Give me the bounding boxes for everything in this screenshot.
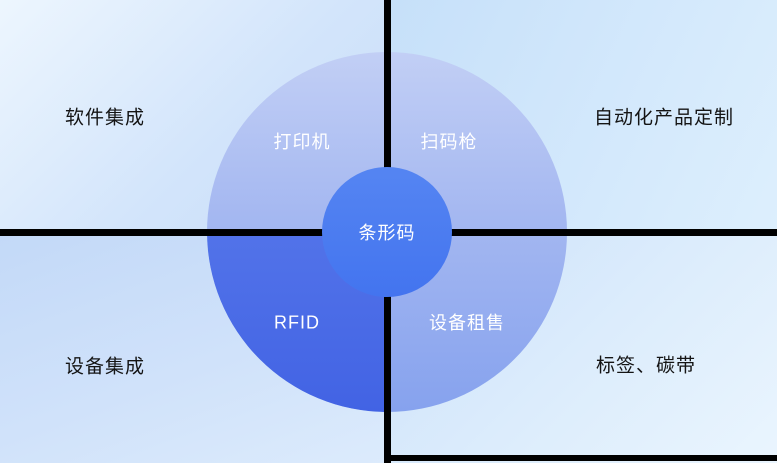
section-label-scanner: 扫码枪 bbox=[420, 132, 478, 152]
section-label-rfid: RFID bbox=[274, 312, 320, 333]
corner-label-device-integration: 设备集成 bbox=[64, 356, 146, 378]
corner-label-automation-customization: 自动化产品定制 bbox=[593, 107, 735, 129]
corner-label-software-integration: 软件集成 bbox=[64, 107, 146, 129]
section-label-equipment-rental: 设备租售 bbox=[429, 313, 505, 333]
bottom-right-edge-line bbox=[384, 455, 777, 461]
center-label-barcode: 条形码 bbox=[358, 223, 416, 243]
section-label-printer: 打印机 bbox=[273, 132, 331, 152]
center-circle: 条形码 bbox=[322, 167, 452, 297]
corner-label-labels-ribbons: 标签、碳带 bbox=[595, 355, 697, 377]
